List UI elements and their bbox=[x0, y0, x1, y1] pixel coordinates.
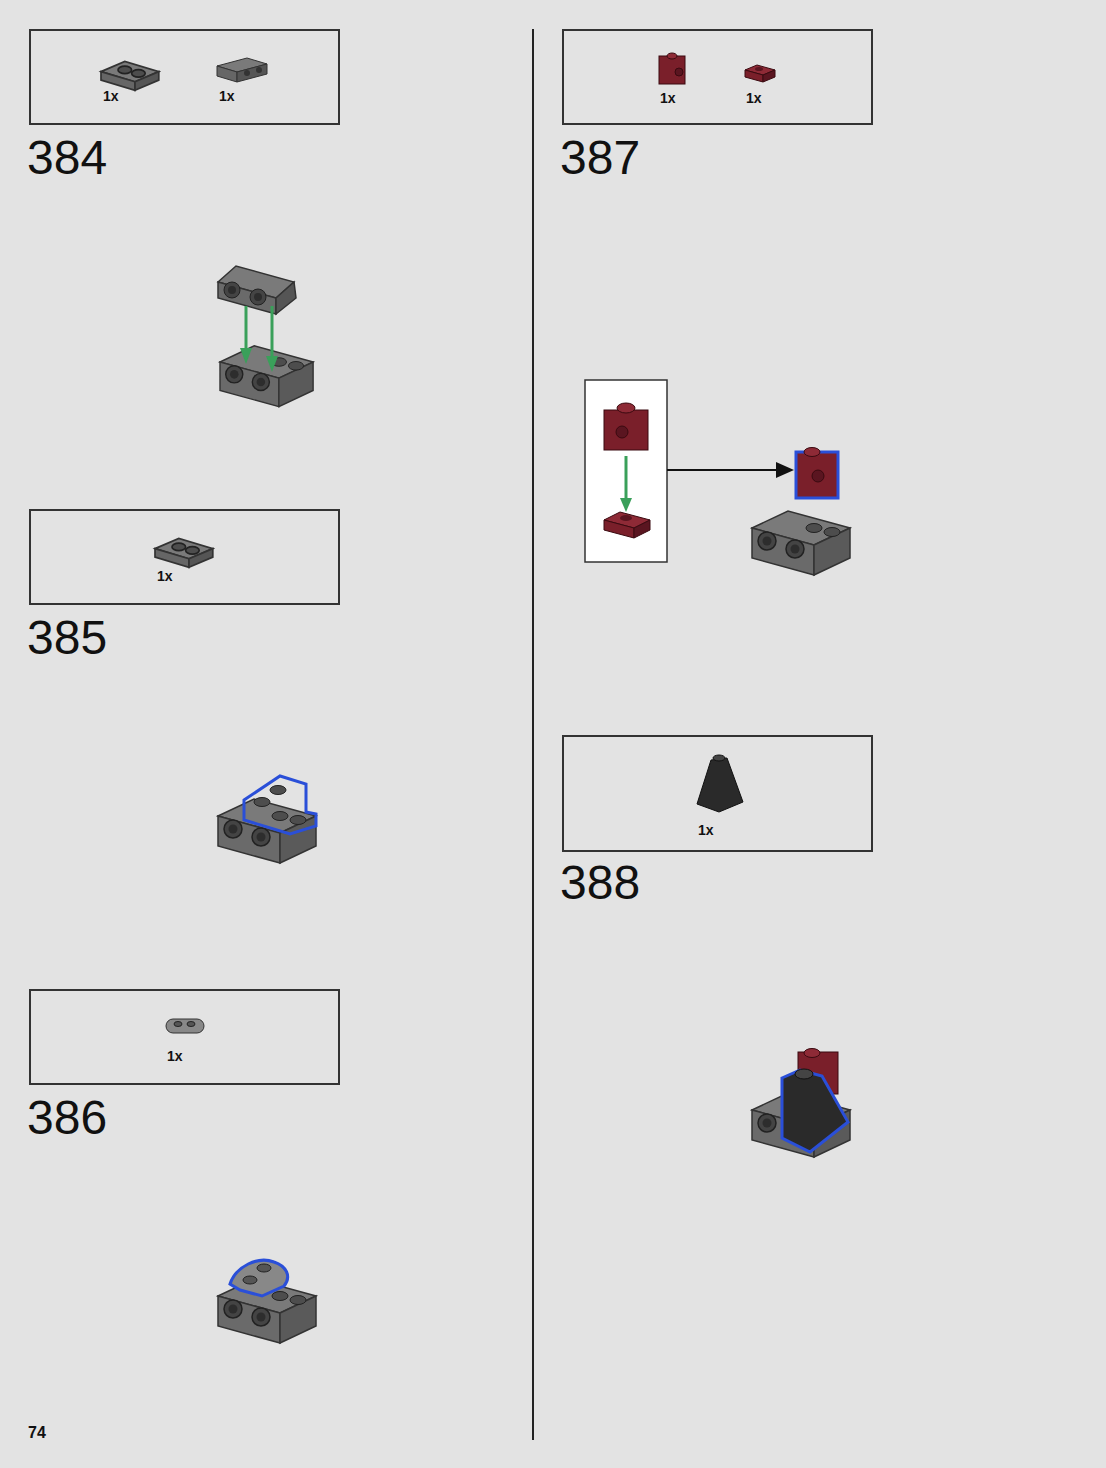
part-icon bbox=[155, 538, 213, 567]
parts-box: 1x 1x bbox=[29, 29, 340, 125]
step-number: 388 bbox=[560, 859, 640, 907]
parts-box: 1x bbox=[29, 989, 340, 1085]
parts-box: 1x 1x bbox=[562, 29, 873, 125]
quantity-label: 1x bbox=[660, 90, 676, 106]
model-385 bbox=[218, 776, 316, 863]
model-388 bbox=[752, 1049, 850, 1158]
quantity-label: 1x bbox=[167, 1048, 183, 1064]
model-387 bbox=[585, 380, 850, 575]
part-icon bbox=[217, 58, 267, 82]
page-number: 74 bbox=[28, 1425, 46, 1441]
parts-box: 1x bbox=[562, 735, 873, 852]
model-384 bbox=[218, 266, 313, 407]
quantity-label: 1x bbox=[219, 88, 235, 104]
step-number: 387 bbox=[560, 134, 640, 182]
part-icon bbox=[166, 1019, 204, 1033]
parts-box: 1x bbox=[29, 509, 340, 605]
step-number: 384 bbox=[27, 134, 107, 182]
divider bbox=[532, 29, 534, 1440]
part-icon bbox=[697, 755, 743, 812]
model-386 bbox=[218, 1260, 316, 1343]
part-icon bbox=[745, 65, 775, 82]
part-icon bbox=[101, 61, 159, 90]
part-icon bbox=[659, 53, 685, 84]
step-number: 386 bbox=[27, 1094, 107, 1142]
quantity-label: 1x bbox=[746, 90, 762, 106]
quantity-label: 1x bbox=[698, 822, 714, 838]
step-number: 385 bbox=[27, 614, 107, 662]
quantity-label: 1x bbox=[103, 88, 119, 104]
quantity-label: 1x bbox=[157, 568, 173, 584]
